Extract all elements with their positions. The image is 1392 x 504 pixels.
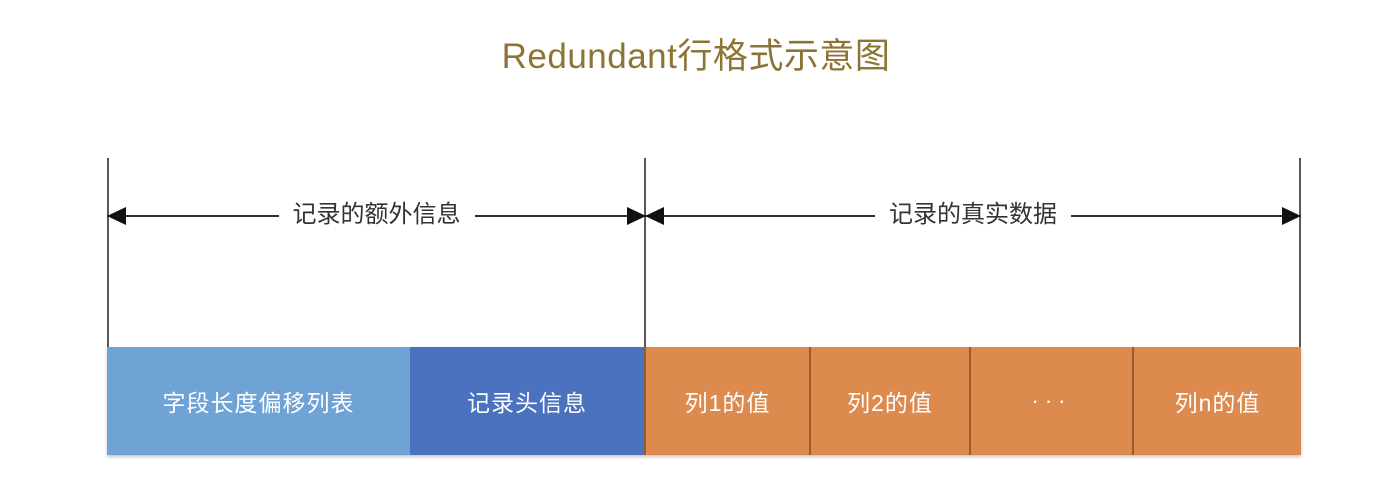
cell-column-2-value: 列2的值: [809, 347, 969, 455]
cell-field-length-offset-list: 字段长度偏移列表: [107, 347, 410, 455]
arrow-left-icon: [107, 207, 126, 225]
cell-ellipsis: ···: [969, 347, 1132, 455]
cell-record-header-info: 记录头信息: [410, 347, 644, 455]
record-layout-row: 字段长度偏移列表 记录头信息 列1的值 列2的值 ··· 列n的值: [107, 347, 1301, 455]
dimension-label-real-data: 记录的真实数据: [889, 201, 1057, 228]
cell-column-n-value: 列n的值: [1132, 347, 1301, 455]
arrow-right-icon: [1282, 207, 1301, 225]
cell-column-1-value: 列1的值: [644, 347, 809, 455]
dimension-label-extra-info: 记录的额外信息: [292, 201, 461, 228]
dimension-segment-left: [645, 207, 875, 225]
page-title: Redundant行格式示意图: [501, 37, 891, 76]
dimension-segment-left: [107, 207, 279, 225]
dimension-real-data: 记录的真实数据: [645, 196, 1301, 236]
guide-line-left-boundary: [107, 158, 109, 348]
arrow-right-icon: [627, 207, 646, 225]
dimension-extra-info: 记录的额外信息: [107, 196, 646, 236]
dimension-segment-right: [1071, 207, 1301, 225]
guide-line-middle-boundary: [644, 158, 646, 348]
dimension-segment-right: [474, 207, 646, 225]
arrow-left-icon: [645, 207, 664, 225]
guide-line-right-boundary: [1299, 158, 1301, 348]
